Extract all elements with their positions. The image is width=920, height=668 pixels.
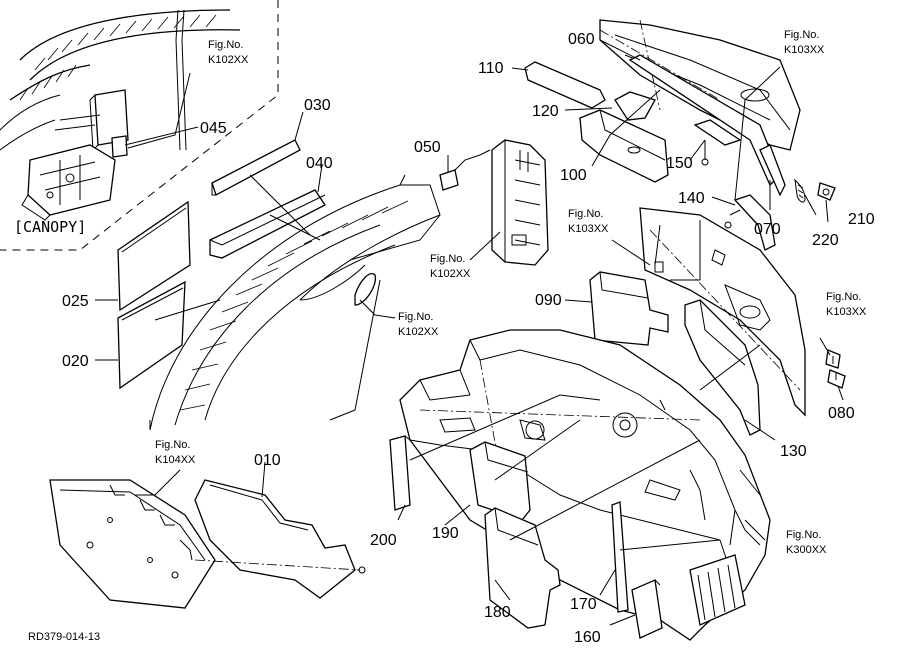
bottom-frame-k104 — [49, 479, 216, 609]
fig-ref-8-line1: Fig.No. — [786, 529, 821, 541]
part-200-shape — [389, 435, 411, 511]
leader-lines — [95, 39, 844, 626]
part-100-shape — [579, 109, 669, 183]
side-frame-k102 — [491, 139, 549, 266]
canopy-bracket — [94, 89, 129, 146]
canopy-label: [CANOPY] — [14, 218, 86, 236]
label-150: 150 — [666, 155, 693, 172]
part-020-shape — [117, 280, 186, 390]
label-210: 210 — [848, 211, 875, 228]
part-080-shape — [825, 349, 846, 389]
label-045: 045 — [200, 120, 227, 137]
label-120: 120 — [532, 103, 559, 120]
part-070-shape — [759, 144, 786, 197]
label-030: 030 — [304, 97, 331, 114]
part-210-shape — [817, 182, 836, 201]
fig-ref-5-line2: K103XX — [568, 223, 609, 235]
part-120-shape — [614, 91, 656, 121]
label-090: 090 — [535, 292, 562, 309]
label-070: 070 — [754, 221, 781, 238]
part-025-shape — [117, 200, 191, 312]
part-190-shape — [469, 441, 531, 521]
label-140: 140 — [678, 190, 705, 207]
side-cover-k103 — [639, 207, 806, 417]
fig-ref-2-line1: Fig.No. — [430, 253, 465, 265]
part-050-shape — [439, 149, 491, 191]
part-180-shape — [484, 507, 561, 629]
fig-ref-4-line1: Fig.No. — [784, 29, 819, 41]
fig-ref-6-line2: K103XX — [826, 306, 867, 318]
fig-ref-3-line2: K102XX — [398, 326, 439, 338]
part-045-shape — [111, 135, 128, 158]
label-160: 160 — [574, 629, 601, 646]
label-220: 220 — [812, 232, 839, 249]
label-040: 040 — [306, 155, 333, 172]
label-100: 100 — [560, 167, 587, 184]
fig-ref-1-line1: Fig.No. — [208, 39, 243, 51]
rear-grille — [689, 554, 746, 626]
label-180: 180 — [484, 604, 511, 621]
fig-ref-4-line2: K103XX — [784, 44, 825, 56]
label-190: 190 — [432, 525, 459, 542]
drawing-code: RD379-014-13 — [28, 631, 100, 643]
fig-ref-5-line1: Fig.No. — [568, 208, 603, 220]
label-200: 200 — [370, 532, 397, 549]
rear-cover-top — [599, 19, 801, 151]
label-080: 080 — [828, 405, 855, 422]
part-040-shape — [209, 189, 326, 259]
fig-ref-2-line2: K102XX — [430, 268, 471, 280]
part-130-shape — [684, 299, 761, 436]
fig-ref-1-line2: K102XX — [208, 54, 249, 66]
counterweight-frame — [399, 329, 771, 641]
part-140-shape — [724, 194, 776, 251]
part-010-shape — [194, 479, 366, 599]
fig-ref-6-line1: Fig.No. — [826, 291, 861, 303]
rear-body-outline — [149, 174, 441, 431]
label-020: 020 — [62, 353, 89, 370]
part-110-shape — [524, 61, 606, 109]
label-110: 110 — [478, 60, 504, 77]
part-170-shape — [611, 501, 629, 613]
inset-border — [0, 0, 279, 251]
canopy-roof-arc — [19, 9, 231, 61]
label-060: 060 — [568, 31, 595, 48]
part-150-shape — [693, 119, 742, 166]
labels: [CANOPY] Fig.No. K102XX Fig.No. K102XX F… — [14, 29, 875, 646]
label-010: 010 — [254, 452, 281, 469]
part-220-shape — [794, 178, 806, 203]
part-090-shape — [589, 271, 669, 346]
fig-ref-7-line1: Fig.No. — [155, 439, 190, 451]
canopy-inset — [0, 0, 279, 251]
part-160-shape — [631, 579, 663, 639]
label-050: 050 — [414, 139, 441, 156]
fig-ref-3-line1: Fig.No. — [398, 311, 433, 323]
body-handle — [354, 273, 377, 306]
label-170: 170 — [570, 596, 597, 613]
part-030-shape — [211, 139, 301, 196]
fig-ref-8-line2: K300XX — [786, 544, 827, 556]
canopy-base — [27, 144, 116, 216]
label-130: 130 — [780, 443, 807, 460]
label-025: 025 — [62, 293, 89, 310]
fig-ref-7-line2: K104XX — [155, 454, 196, 466]
